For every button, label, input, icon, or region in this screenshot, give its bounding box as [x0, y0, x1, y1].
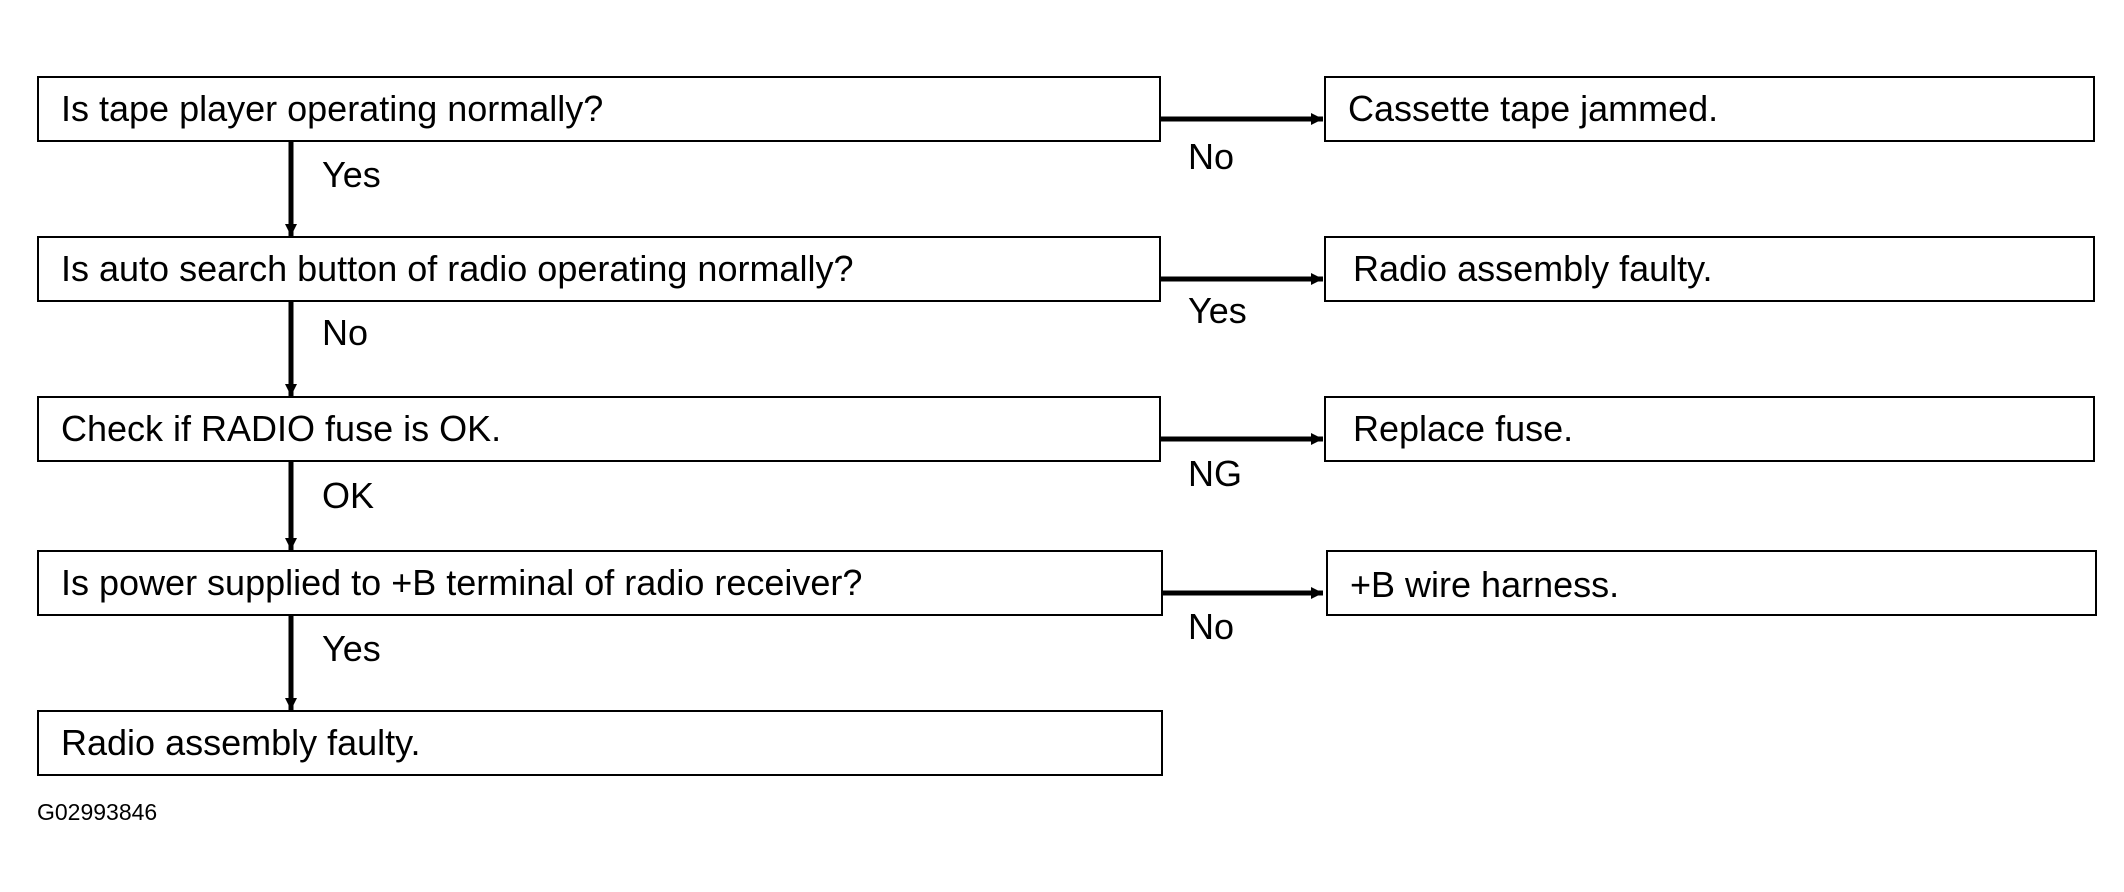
result-box-4: +B wire harness.: [1326, 550, 2097, 616]
result-box-2: Radio assembly faulty.: [1324, 236, 2095, 302]
down-label-3: OK: [322, 475, 375, 516]
question-box-2: Is auto search button of radio operating…: [37, 236, 1161, 302]
question-text-4: Is power supplied to +B terminal of radi…: [61, 562, 863, 603]
question-text-3: Check if RADIO fuse is OK.: [61, 408, 502, 449]
question-box-4: Is power supplied to +B terminal of radi…: [37, 550, 1163, 616]
down-label-2: No: [322, 312, 369, 353]
result-text-3: Replace fuse.: [1353, 408, 1574, 449]
down-label-4: Yes: [322, 628, 381, 669]
result-text-2: Radio assembly faulty.: [1353, 248, 1713, 289]
right-label-1: No: [1188, 136, 1235, 177]
result-box-3: Replace fuse.: [1324, 396, 2095, 462]
figure-id: G02993846: [37, 799, 158, 825]
final-result-box: Radio assembly faulty.: [37, 710, 1163, 776]
result-text-4: +B wire harness.: [1350, 564, 1620, 605]
right-label-3: NG: [1188, 453, 1242, 494]
right-label-4: No: [1188, 606, 1235, 647]
final-result-text: Radio assembly faulty.: [61, 722, 421, 763]
question-text-2: Is auto search button of radio operating…: [61, 248, 854, 289]
result-text-1: Cassette tape jammed.: [1348, 88, 1719, 129]
down-label-1: Yes: [322, 154, 381, 195]
question-box-3: Check if RADIO fuse is OK.: [37, 396, 1161, 462]
question-box-1: Is tape player operating normally?: [37, 76, 1161, 142]
question-text-1: Is tape player operating normally?: [61, 88, 604, 129]
result-box-1: Cassette tape jammed.: [1324, 76, 2095, 142]
right-label-2: Yes: [1188, 290, 1247, 331]
